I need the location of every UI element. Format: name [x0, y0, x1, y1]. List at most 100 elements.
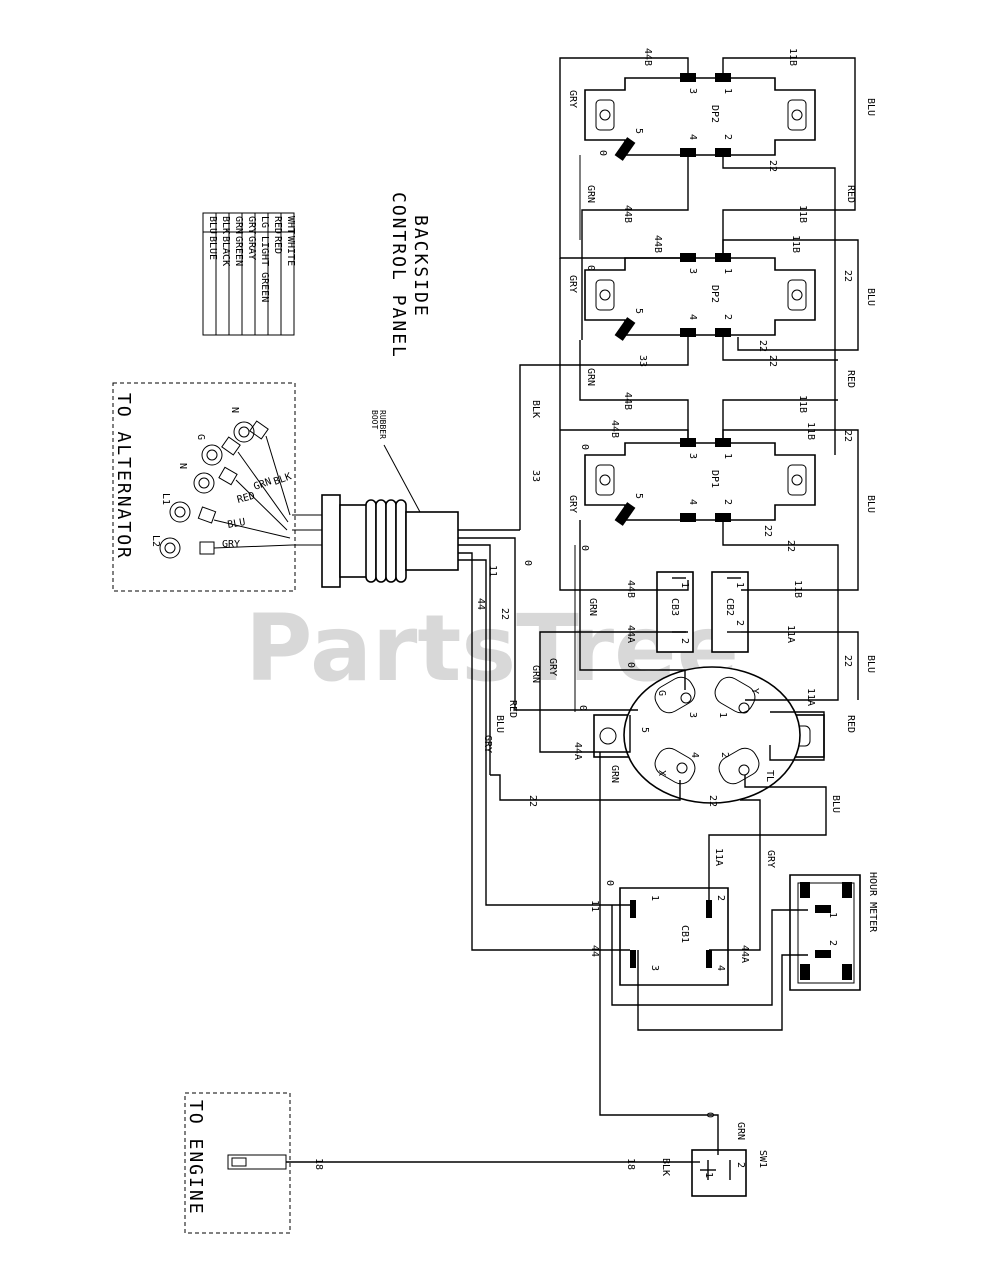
svg-text:2: 2 [827, 940, 838, 946]
svg-text:Y: Y [749, 688, 760, 694]
dp2-top-breaker: DP2 1 2 3 4 5 [584, 73, 816, 161]
svg-text:11: 11 [589, 900, 600, 912]
svg-text:GRY: GRY [222, 539, 240, 550]
svg-text:1: 1 [717, 712, 728, 718]
svg-text:22: 22 [767, 160, 778, 172]
svg-text:3: 3 [649, 965, 660, 971]
svg-text:2: 2 [679, 638, 690, 644]
dp1-breaker: DP1 1 2 3 4 5 [584, 438, 816, 526]
svg-text:22: 22 [762, 525, 773, 537]
svg-text:BACKSIDE: BACKSIDE [410, 215, 431, 318]
svg-text:22: 22 [499, 608, 510, 620]
svg-text:44A: 44A [572, 742, 583, 760]
svg-text:11B: 11B [797, 395, 808, 413]
alternator-title: TO ALTERNATOR [113, 393, 134, 560]
svg-text:1: 1 [722, 453, 733, 459]
cb3-breaker: 1 2 CB3 [656, 571, 694, 653]
svg-text:0: 0 [625, 662, 636, 668]
svg-text:BOOT: BOOT [370, 410, 379, 429]
legend-abbr: GRN [233, 216, 244, 234]
svg-text:4: 4 [715, 965, 726, 971]
cb1-breaker: 1 2 3 4 CB1 [619, 887, 729, 986]
svg-text:GRN: GRN [587, 598, 598, 616]
svg-text:33: 33 [637, 355, 648, 367]
svg-text:11B: 11B [797, 205, 808, 223]
dp2-top-label: DP2 [709, 105, 720, 123]
svg-text:BLU: BLU [494, 715, 505, 733]
svg-text:GRN: GRN [252, 476, 273, 493]
svg-text:44: 44 [589, 945, 600, 957]
rubber-boot [292, 494, 459, 588]
svg-text:BLU: BLU [830, 795, 841, 813]
legend-name: BLUE [207, 236, 218, 260]
svg-text:BLU: BLU [227, 517, 247, 531]
svg-text:11B: 11B [790, 235, 801, 253]
svg-text:5: 5 [633, 128, 644, 134]
svg-text:0: 0 [579, 545, 590, 551]
svg-text:22: 22 [842, 430, 853, 442]
svg-text:44B: 44B [642, 48, 653, 66]
svg-text:GRY: GRY [567, 495, 578, 513]
svg-text:0: 0 [579, 444, 590, 450]
svg-text:22: 22 [527, 795, 538, 807]
svg-text:BLU: BLU [865, 495, 876, 513]
svg-text:X: X [656, 770, 667, 776]
svg-text:22: 22 [842, 655, 853, 667]
legend-abbr: BLK [220, 216, 231, 234]
svg-text:GRN: GRN [585, 185, 596, 203]
svg-text:BLU: BLU [865, 288, 876, 306]
svg-text:0: 0 [704, 1112, 715, 1118]
cb1-label: CB1 [679, 925, 690, 943]
svg-text:11A: 11A [805, 688, 816, 706]
svg-text:44A: 44A [625, 625, 636, 643]
hour-meter: 1 2 HOUR METER [789, 872, 878, 991]
legend-name: GRAY [246, 236, 257, 260]
svg-text:11A: 11A [713, 848, 724, 866]
engine-title: TO ENGINE [185, 1100, 206, 1216]
cb2-label: CB2 [724, 598, 735, 616]
svg-text:1: 1 [827, 912, 838, 918]
svg-text:1: 1 [703, 1172, 714, 1178]
svg-text:2: 2 [734, 620, 745, 626]
svg-text:GRY: GRY [567, 275, 578, 293]
panel-title: BACKSIDE CONTROL PANEL [388, 192, 431, 359]
twist-lock-receptacle: 3 1 4 2 5 Y G X TL [593, 666, 825, 804]
svg-text:1: 1 [679, 582, 690, 588]
svg-text:GRN: GRN [609, 765, 620, 783]
svg-text:1: 1 [722, 268, 733, 274]
svg-text:11: 11 [487, 565, 498, 577]
svg-text:3: 3 [687, 453, 698, 459]
svg-text:11B: 11B [792, 580, 803, 598]
dp1-label: DP1 [709, 470, 720, 488]
svg-text:RUBBER: RUBBER [378, 410, 387, 439]
svg-text:11A: 11A [785, 625, 796, 643]
svg-text:22: 22 [757, 340, 768, 352]
svg-text:11B: 11B [805, 422, 816, 440]
sw1-label: SW1 [757, 1150, 768, 1168]
svg-text:0: 0 [597, 150, 608, 156]
wire-labels: 44B 11B GRY BLU 0 22 GRN RED 44B 11B 44B… [313, 48, 876, 1176]
dp2-mid-breaker: DP2 1 2 3 4 5 [584, 253, 816, 341]
svg-text:GRY: GRY [482, 735, 493, 753]
svg-text:44B: 44B [622, 205, 633, 223]
svg-text:3: 3 [687, 88, 698, 94]
svg-text:GRY: GRY [567, 90, 578, 108]
svg-text:1: 1 [734, 582, 745, 588]
svg-text:3: 3 [687, 712, 698, 718]
svg-text:BLU: BLU [865, 655, 876, 673]
svg-text:22: 22 [767, 355, 778, 367]
legend-name: RED [272, 236, 283, 254]
sw1-switch: 1 2 SW1 [691, 1149, 768, 1197]
legend-abbr: RED [272, 216, 283, 234]
svg-text:3: 3 [687, 268, 698, 274]
svg-text:RED: RED [845, 370, 856, 388]
svg-text:18: 18 [625, 1158, 636, 1170]
svg-text:5: 5 [633, 493, 644, 499]
svg-text:BLU: BLU [865, 98, 876, 116]
legend-abbr: GRY [246, 216, 257, 234]
svg-text:RED: RED [236, 491, 256, 506]
svg-text:18: 18 [313, 1158, 324, 1170]
svg-text:4: 4 [689, 752, 700, 758]
svg-text:GRN: GRN [530, 665, 541, 683]
